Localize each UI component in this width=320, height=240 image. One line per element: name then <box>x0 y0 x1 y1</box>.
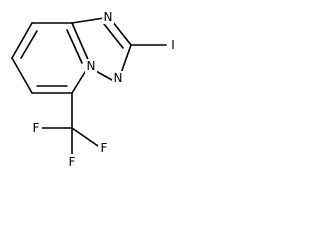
atom-n-bottom: N <box>114 71 123 85</box>
iodine-bg <box>168 37 178 53</box>
atom-f-left: F <box>33 121 40 135</box>
atom-iodine: I <box>171 38 175 52</box>
atom-f-right: F <box>101 141 108 155</box>
f-left-bg <box>31 120 42 136</box>
structure-canvas: N N N I F F F <box>0 0 184 172</box>
atom-f-bottom: F <box>69 155 76 169</box>
n-bottom-bg <box>112 71 124 85</box>
atom-n-bridge: N <box>87 59 96 73</box>
n-top-bg <box>102 10 114 24</box>
bond-n1-c2-double <box>103 23 124 49</box>
bond-c8-c7 <box>11 22 33 59</box>
f-right-bg <box>98 141 110 155</box>
molecule-structure: N N N I F F F <box>11 10 178 170</box>
bond-n4-c8a <box>71 22 91 65</box>
bond-c8-c7-double <box>20 30 38 59</box>
n-bridge-bg <box>85 59 97 73</box>
bond-c7-c6 <box>11 57 33 94</box>
atom-n-top: N <box>104 10 113 24</box>
bond-n4-c8a-double <box>66 29 83 64</box>
bond-c2-n3 <box>119 44 132 77</box>
f-bottom-bg <box>66 154 78 170</box>
bond-n1-c2 <box>111 20 132 46</box>
bond-cf3-f-right <box>71 127 99 147</box>
bond-c8a-n1 <box>71 17 105 24</box>
